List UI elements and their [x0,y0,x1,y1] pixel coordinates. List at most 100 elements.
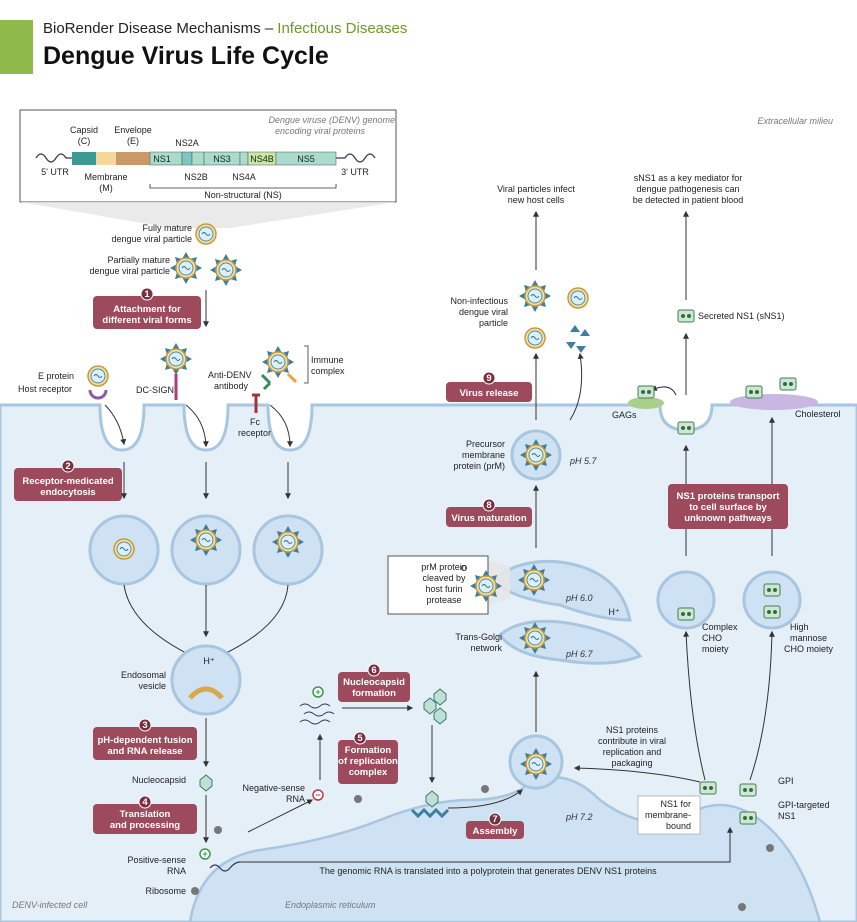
sns1-label-1: sNS1 as a key mediator for [634,173,743,183]
step-4-line2: and processing [110,820,180,831]
positive-sign-icon [199,848,211,860]
immune-label-1: Immune [311,355,344,365]
ribosome-label: Ribosome [145,886,186,896]
ns3-segment: NS3 [213,154,231,164]
trans-golgi-label-2: network [470,643,502,653]
gpi-targeted-label-2: NS1 [778,811,796,821]
positive-rna-label-2: RNA [167,866,186,876]
genome-caption-2: encoding viral proteins [275,126,366,136]
prm-cleave-label-4: protease [426,595,461,605]
high-mannose-label-1: High [790,622,809,632]
ns1-contrib-label-2: contribute in viral [598,736,666,746]
gpi-targeted-ns1-icon [739,811,757,825]
step-2-box [14,468,122,501]
step-5-number: 5 [357,733,363,744]
ns1-segment: NS1 [153,154,171,164]
step-5-line1: Formation [345,745,392,756]
ns1-box-line1: NS1 proteins transport [677,491,781,502]
negative-rna-label-1: Negative-sense [242,783,305,793]
step-3-line2: and RNA release [107,746,182,757]
trans-golgi-label-1: Trans-Golgi [455,632,502,642]
complex-cho-label-2: CHO [702,633,722,643]
er-label: Endoplasmic reticulum [285,900,376,910]
gpi-targeted-label-1: GPI-targeted [778,800,830,810]
endosomal-label-1: Endosomal [121,670,166,680]
ns2b-label: NS2B [184,172,208,182]
ns1-box-line2: to cell surface by [689,502,767,513]
step-3-box [93,727,197,760]
high-mannose-label-3: CHO moiety [784,644,834,654]
anti-denv-label-1: Anti-DENV [208,370,252,380]
ph72-label: pH 7.2 [565,812,593,822]
step-2-line2: endocytosis [40,487,95,498]
anti-denv-label-2: antibody [214,381,249,391]
ns1-membrane-label-2: membrane- [645,810,691,820]
gags-label: GAGs [612,410,637,420]
step-1-number: 1 [144,289,150,300]
fc-label-2: receptor [238,428,271,438]
envelope-e-label: (E) [127,136,139,146]
cell-label: DENV-infected cell [12,900,88,910]
step-6-box [338,672,410,702]
sns1-label-3: be detected in patient blood [633,195,744,205]
prm-cleave-label-1: prM protein [421,562,467,572]
genome-caption-1: Dengue viruse (DENV) genome [268,115,395,125]
complex-cho-label-3: moiety [702,644,729,654]
gags-patch [628,397,664,409]
e-protein-virion [87,365,109,387]
ph60-label: pH 6.0 [565,593,593,603]
svg-text:−: − [315,790,320,800]
h-plus-label: H⁺ [203,656,214,666]
step-7-box [466,821,524,839]
step-9-number: 9 [486,373,491,384]
ns4b-segment: NS4B [250,154,274,164]
scissors-icon [461,565,467,571]
ns1-contrib-label-4: packaging [611,758,652,768]
capsid-label: Capsid [70,125,98,135]
complex-cho-vesicle [656,570,716,630]
gags-ns1-icon [637,385,655,399]
ph57-label: pH 5.7 [569,456,598,466]
subtitle-category: Infectious Diseases [277,20,408,37]
nucleocapsid-label: Nucleocapsid [132,775,186,785]
mature-virion-icon [195,223,217,245]
ns4a-label: NS4A [232,172,256,182]
precursor-label-3: protein (prM) [453,461,505,471]
secreted-ns1-label: Secreted NS1 (sNS1) [698,311,785,321]
released-fragments-icon [566,325,590,353]
membrane-label: Membrane [84,172,127,182]
step-5-line3: complex [349,767,388,778]
step-2-line1: Receptor-medicated [22,476,114,487]
fc-label-1: Fc [250,417,260,427]
step-1-line1: Attachment for [113,304,181,315]
subtitle-prefix: BioRender Disease Mechanisms – [43,20,278,37]
ns1-membrane-callout [637,795,701,835]
noninfectious-label-1: Non-infectious [450,296,508,306]
utr5-label: 5' UTR [41,167,69,177]
step-6-line2: formation [352,688,396,699]
step-5-line2: of replication [338,756,398,767]
prm-cleave-label-2: cleaved by [422,573,466,583]
e-protein-label: E protein [38,371,74,381]
step-8-number: 8 [486,500,491,511]
step-3-number: 3 [142,720,147,731]
nucleocapsid-icon [199,774,213,792]
step-5-box [338,740,398,784]
partial-virion-icon [170,252,202,284]
extracellular-label: Extracellular milieu [757,116,833,126]
ns1-contrib-label-1: NS1 proteins [606,725,659,735]
infect-label-1: Viral particles infect [497,184,575,194]
noninfectious-label-2: dengue viral [459,307,508,317]
released-spiky-virion [519,280,551,312]
complex-cho-label-1: Complex [702,622,738,632]
genome-callout [20,202,396,228]
secreted-ns1-icon [677,309,695,323]
membrane-bound-ns1-icon [699,781,717,795]
step-2-number: 2 [65,461,70,472]
membrane-m-label: (M) [99,183,113,193]
step-8-line1: Virus maturation [451,513,527,524]
svg-text:+: + [315,687,320,697]
ph67-label: pH 6.7 [565,649,594,659]
step-6-line1: Nucleocapsid [343,677,405,688]
